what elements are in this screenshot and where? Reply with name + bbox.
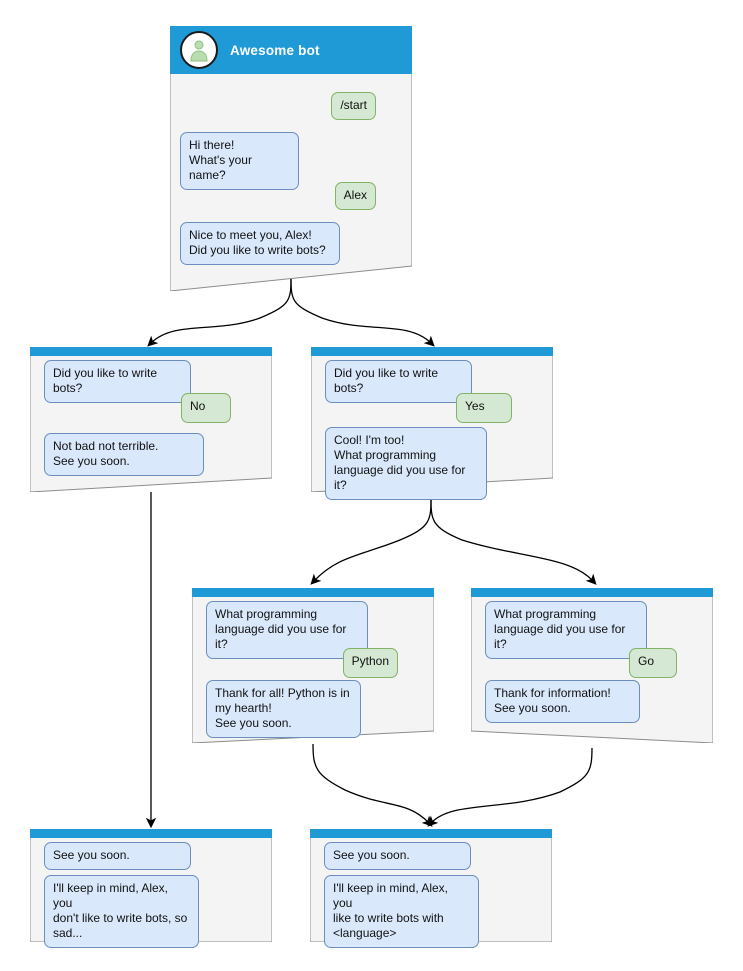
message-bubble-bot: Did you like to write bots?: [325, 360, 472, 403]
message-bubble-bot: What programming language did you use fo…: [206, 601, 368, 659]
message-list: See you soon. I'll keep in mind, Alex, y…: [30, 829, 272, 948]
message-bubble-bot: Cool! I'm too! What programming language…: [325, 427, 487, 500]
message-bubble-bot: See you soon.: [324, 842, 471, 870]
message-bubble-bot: See you soon.: [44, 842, 191, 870]
message-bubble-bot: Not bad not terrible. See you soon.: [44, 433, 204, 476]
edge-go-to-ending-happy: [427, 747, 593, 827]
ending-sad-node[interactable]: See you soon. I'll keep in mind, Alex, y…: [30, 829, 272, 948]
edge-yes-to-go: [430, 496, 597, 585]
message-bubble-bot: I'll keep in mind, Alex, you don't like …: [44, 875, 199, 948]
message-list: What programming language did you use fo…: [471, 588, 713, 743]
start-node[interactable]: Awesome bot /start Hi there! What's your…: [170, 26, 412, 291]
person-avatar-icon: [180, 31, 218, 69]
message-bubble-user: Alex: [334, 182, 376, 210]
answer-no-node[interactable]: Did you like to write bots? No Not bad n…: [30, 347, 272, 492]
edge-yes-to-python: [310, 496, 432, 585]
message-bubble-bot: What programming language did you use fo…: [485, 601, 647, 659]
chat-header: Awesome bot: [170, 26, 412, 74]
message-list: What programming language did you use fo…: [192, 588, 434, 743]
message-bubble-user: Go: [629, 648, 677, 678]
message-bubble-bot: I'll keep in mind, Alex, you like to wri…: [324, 875, 479, 948]
message-bubble-bot: Nice to meet you, Alex! Did you like to …: [180, 222, 340, 265]
message-bubble-user: Yes: [456, 393, 512, 423]
edge-python-to-ending-happy: [312, 743, 433, 827]
message-list: /start Hi there! What's your name? Alex …: [170, 26, 412, 291]
message-list: See you soon. I'll keep in mind, Alex, y…: [310, 829, 552, 948]
message-list: Did you like to write bots? No Not bad n…: [30, 347, 272, 492]
message-list: Did you like to write bots? Yes Cool! I'…: [311, 347, 553, 500]
message-bubble-user: Python: [342, 648, 398, 678]
language-go-node[interactable]: What programming language did you use fo…: [471, 588, 713, 743]
message-bubble-user: /start: [331, 92, 376, 120]
message-bubble-bot: Thank for information! See you soon.: [485, 680, 640, 723]
message-bubble-bot: Thank for all! Python is in my hearth! S…: [206, 680, 361, 738]
bot-name-label: Awesome bot: [230, 42, 320, 58]
message-bubble-bot: Did you like to write bots?: [44, 360, 191, 403]
ending-happy-node[interactable]: See you soon. I'll keep in mind, Alex, y…: [310, 829, 552, 948]
message-bubble-user: No: [181, 393, 231, 423]
language-python-node[interactable]: What programming language did you use fo…: [192, 588, 434, 743]
message-bubble-bot: Hi there! What's your name?: [180, 132, 299, 190]
answer-yes-node[interactable]: Did you like to write bots? Yes Cool! I'…: [311, 347, 553, 500]
